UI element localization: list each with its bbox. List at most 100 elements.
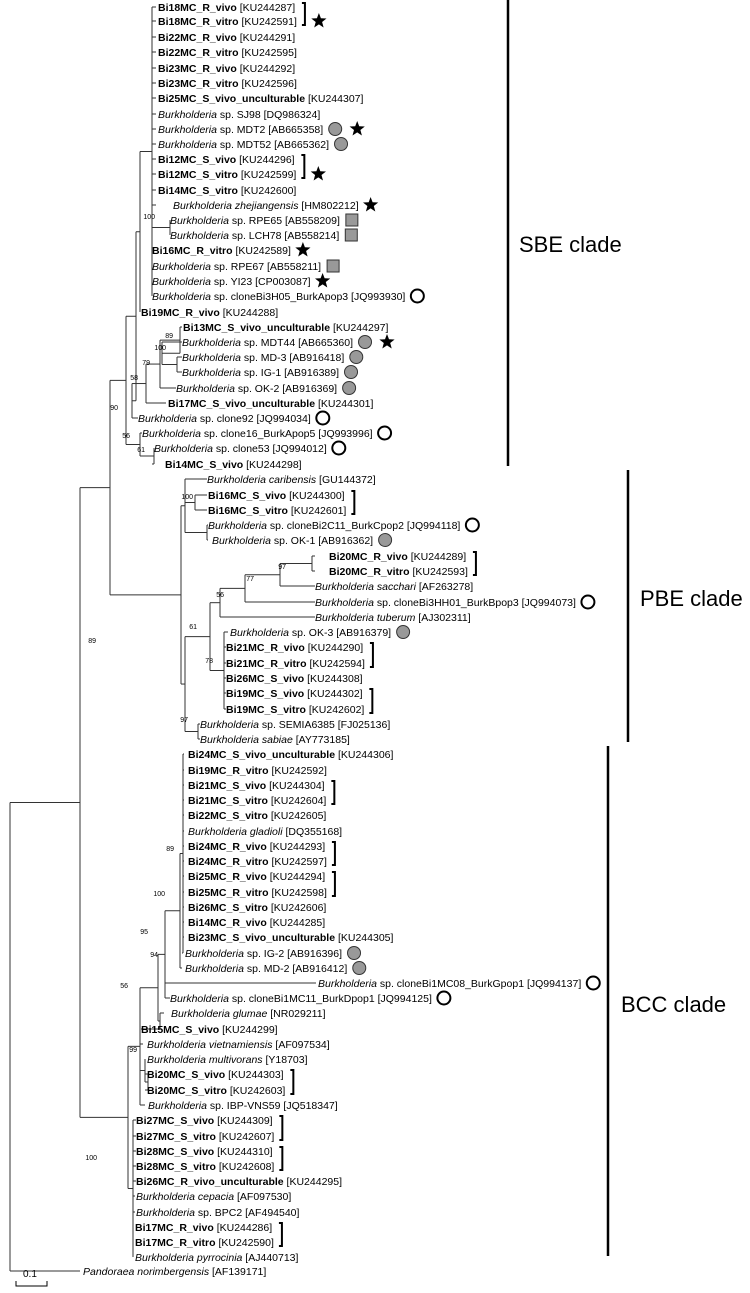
taxon-label-part: Bi20MC_S_vitro	[147, 1085, 227, 1097]
taxon-label: Burkholderia sp. SEMIA6385 [FJ025136]	[200, 719, 390, 731]
bootstrap-value: 94	[150, 952, 158, 959]
taxon-label: Bi27MC_S_vitro [KU242607]	[136, 1131, 274, 1143]
taxon-label-part: Bi14MC_S_vivo	[165, 459, 243, 471]
taxon-label-part: Bi15MC_S_vivo	[141, 1024, 219, 1036]
pair-bracket	[290, 1069, 295, 1095]
star-icon	[311, 13, 327, 28]
taxon-labels: Bi18MC_R_vivo [KU244287] Bi18MC_R_vitro […	[83, 2, 581, 1278]
taxon-label-part: Bi12MC_S_vitro	[158, 169, 238, 181]
clade-bars: SBE clade PBE clade BCC clade	[506, 0, 743, 1256]
taxon-label-part: Bi16MC_S_vitro	[208, 505, 288, 517]
taxon-label-part: Bi26MC_R_vivo_unculturable	[136, 1176, 284, 1188]
taxon-label: Burkholderia sp. IG-1 [AB916389]	[182, 367, 339, 379]
taxon-label: Bi23MC_R_vivo [KU244292]	[158, 63, 295, 75]
taxon-label-part: [KU242596]	[239, 78, 297, 90]
taxon-label-part: [KU244290]	[305, 642, 363, 654]
taxon-label-part: Burkholderia	[315, 597, 374, 609]
star-icon	[379, 334, 395, 349]
taxon-label-part: sp. cloneBi2C11_BurkCpop2 [JQ994118]	[267, 520, 460, 532]
taxon-label-part: Burkholderia tuberum	[315, 612, 416, 624]
taxon-label-part: [KU244296]	[236, 154, 294, 166]
bootstrap-value: 56	[122, 433, 130, 440]
taxon-label-part: [KU244287]	[237, 2, 295, 14]
taxon-label-part: Bi18MC_R_vitro	[158, 16, 239, 28]
taxon-label: Bi17MC_S_vivo_unculturable [KU244301]	[168, 398, 374, 410]
taxon-label-part: Burkholderia	[182, 367, 241, 379]
taxon-label-part: [KU242593]	[410, 566, 468, 578]
taxon-label-part: [KU242601]	[288, 505, 346, 517]
taxon-label-part: sp. MDT44 [AB665360]	[241, 337, 353, 349]
taxon-label: Burkholderia sp. LCH78 [AB558214]	[170, 230, 339, 242]
taxon-label: Bi18MC_R_vivo [KU244287]	[158, 2, 295, 14]
open-circle-icon	[464, 517, 480, 533]
taxon-label: Burkholderia gladioli [DQ355168]	[188, 826, 342, 838]
bootstrap-value: 79	[142, 360, 150, 367]
open-circle-icon	[315, 410, 331, 426]
pair-bracket	[331, 780, 336, 805]
taxon-label-part: sp. RPE65 [AB558209]	[229, 215, 340, 227]
taxon-label-part: Bi25MC_R_vivo	[188, 871, 267, 883]
open-circle-icon	[377, 425, 393, 441]
bootstrap-value: 78	[205, 658, 213, 665]
taxon-label: Burkholderia sp. RPE67 [AB558211]	[152, 261, 321, 273]
taxon-label-part: [KU242594]	[307, 658, 365, 670]
taxon-label: Burkholderia sp. cloneBi3HH01_BurkBpop3 …	[315, 597, 576, 609]
grey-circle-icon	[347, 946, 362, 960]
taxon-label-part: [AF139171]	[209, 1266, 266, 1278]
taxon-label: Burkholderia sp. MDT44 [AB665360]	[182, 337, 353, 349]
taxon-label: Pandoraea norimbergensis [AF139171]	[83, 1266, 266, 1278]
taxon-label-part: [KU244295]	[284, 1176, 342, 1188]
taxon-label: Bi20MC_R_vivo [KU244289]	[329, 551, 466, 563]
bootstrap-value: 95	[140, 929, 148, 936]
taxon-label-part: [KU244310]	[214, 1146, 272, 1158]
taxon-label-part: sp. YI23 [CP003087]	[211, 276, 311, 288]
taxon-label: Burkholderia sabiae [AY773185]	[200, 734, 350, 746]
grey-circle-icon	[344, 365, 359, 379]
bcc-clade-label: BCC clade	[621, 992, 726, 1017]
star-icon	[363, 197, 379, 212]
taxon-label-part: Bi26MC_S_vivo	[226, 673, 304, 685]
taxon-label-part: [KU242590]	[216, 1237, 274, 1249]
grey-square-icon	[344, 228, 358, 242]
taxon-label-part: [AF097534]	[272, 1039, 329, 1051]
taxon-label-part: Bi24MC_R_vitro	[188, 856, 269, 868]
taxon-label: Bi18MC_R_vitro [KU242591]	[158, 16, 297, 28]
taxon-label-part: [KU244288]	[220, 307, 278, 319]
taxon-label: Bi23MC_R_vitro [KU242596]	[158, 78, 297, 90]
taxon-label: Bi25MC_R_vitro [KU242598]	[188, 887, 327, 899]
taxon-label-part: Bi28MC_S_vitro	[136, 1161, 216, 1173]
taxon-label: Bi22MC_R_vivo [KU244291]	[158, 32, 295, 44]
scale-bar-label: 0.1	[23, 1269, 37, 1280]
taxon-label-part: [KU244297]	[330, 322, 388, 334]
taxon-label-part: [AF263278]	[416, 581, 473, 593]
taxon-label: Bi20MC_R_vitro [KU242593]	[329, 566, 468, 578]
taxon-label-part: sp. clone92 [JQ994034]	[197, 413, 311, 425]
taxon-label: Burkholderia sp. cloneBi1MC11_BurkDpop1 …	[170, 993, 432, 1005]
taxon-label-part: Burkholderia pyrrocinia	[135, 1252, 243, 1264]
taxon-label-part: sp. cloneBi3HH01_BurkBpop3 [JQ994073]	[374, 597, 576, 609]
taxon-label-part: Burkholderia	[148, 1100, 207, 1112]
taxon-label-part: [KU244307]	[305, 93, 363, 105]
taxon-label-part: Burkholderia	[158, 124, 217, 136]
taxon-label-part: Bi27MC_S_vitro	[136, 1131, 216, 1143]
taxon-label: Burkholderia sp. IG-2 [AB916396]	[185, 948, 342, 960]
bootstrap-value: 61	[137, 447, 145, 454]
taxon-label-part: [NR029211]	[267, 1008, 325, 1020]
taxon-label: Burkholderia multivorans [Y18703]	[147, 1054, 308, 1066]
taxon-label-part: [KU244294]	[267, 871, 325, 883]
taxon-label-part: [HM802212]	[299, 200, 359, 212]
taxon-label: Bi17MC_R_vivo [KU244286]	[135, 1222, 272, 1234]
taxon-label: Burkholderia zhejiangensis [HM802212]	[173, 200, 359, 212]
taxon-label-part: sp. OK-3 [AB916379]	[289, 627, 391, 639]
taxon-label: Burkholderia sp. MD-3 [AB916418]	[182, 352, 344, 364]
taxon-label: Bi19MC_R_vitro [KU242592]	[188, 765, 327, 777]
taxon-label-part: Bi24MC_R_vivo	[188, 841, 267, 853]
taxon-label: Bi24MC_S_vivo_unculturable [KU244306]	[188, 749, 394, 761]
open-circle-icon	[585, 975, 601, 991]
taxon-label-part: [KU242597]	[269, 856, 327, 868]
bootstrap-value: 100	[85, 1155, 97, 1162]
taxon-label: Bi22MC_R_vitro [KU242595]	[158, 47, 297, 59]
taxon-label-part: Burkholderia	[230, 627, 289, 639]
taxon-label-part: [KU244304]	[266, 780, 324, 792]
taxon-label-part: Burkholderia	[142, 428, 201, 440]
